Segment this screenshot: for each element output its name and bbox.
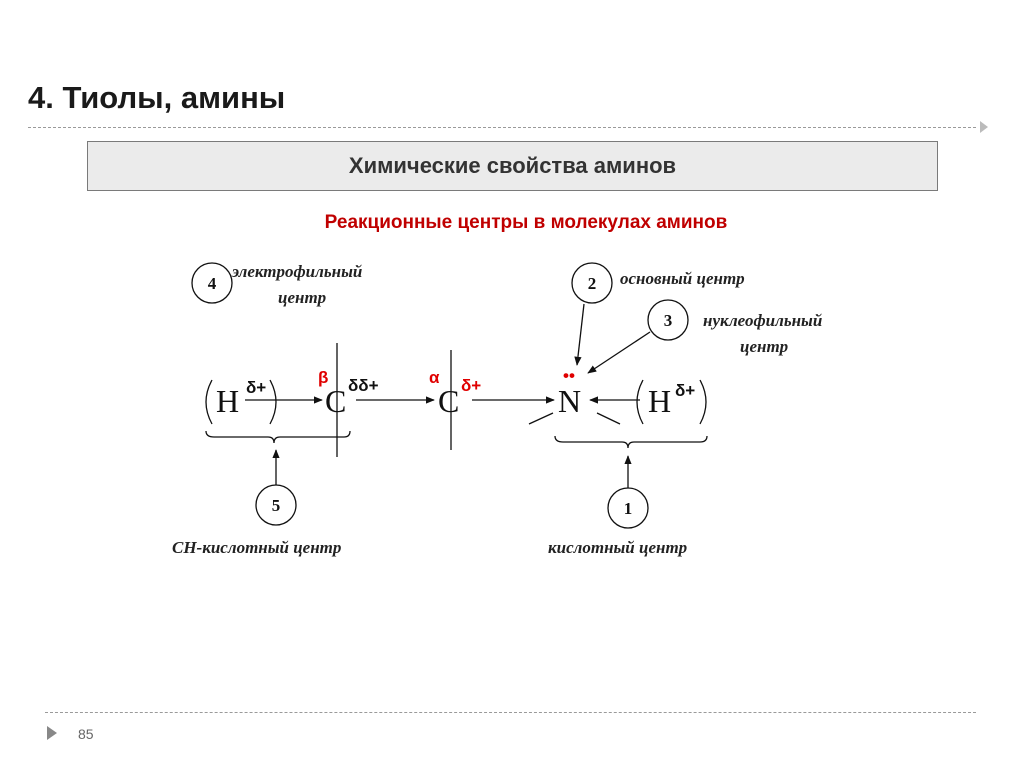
center-2-badge: 2 [571, 262, 613, 304]
slide-title: 4. Тиолы, амины [28, 80, 286, 115]
h-right-charge: δ+ [675, 381, 695, 400]
atom-n: N [558, 383, 581, 419]
nav-arrow-icon[interactable] [47, 726, 57, 740]
bottom-divider [45, 712, 976, 713]
section-heading: Химические свойства аминов [348, 153, 677, 178]
electrophilic-label-2: центр [278, 288, 326, 307]
atom-c-beta: C [325, 383, 346, 419]
section-heading-box: Химические свойства аминов [87, 141, 938, 191]
svg-text:2: 2 [588, 274, 597, 293]
center-1-badge: 1 [607, 487, 649, 529]
beta-label: β [318, 368, 328, 387]
acid-center-label: кислотный центр [548, 538, 687, 557]
center-3-badge: 3 [647, 299, 689, 341]
basic-center-label: основный центр [620, 269, 745, 288]
bonds [205, 303, 708, 488]
svg-text:5: 5 [272, 496, 281, 515]
svg-text:1: 1 [624, 499, 633, 518]
h-left-charge: δ+ [246, 378, 266, 397]
atom-h-right: H [648, 383, 671, 419]
page-number: 85 [78, 726, 94, 742]
atom-h-left: H [216, 383, 239, 419]
c-beta-charge: δδ+ [348, 376, 379, 395]
electrophilic-label: электрофильный [231, 262, 362, 281]
center-4-badge: 4 [191, 262, 233, 304]
c-alpha-charge: δ+ [461, 376, 481, 395]
center-5-badge: 5 [255, 484, 297, 526]
diagram-subtitle: Реакционные центры в молекулах аминов [324, 212, 728, 233]
slide-marker-icon [980, 121, 988, 133]
svg-text:4: 4 [208, 274, 217, 293]
ch-acid-center-label: CH-кислотный центр [172, 538, 341, 557]
svg-text:3: 3 [664, 311, 673, 330]
atom-c-alpha: C [438, 383, 459, 419]
lone-pair: •• [563, 366, 575, 385]
nucleophilic-label: нуклеофильный [703, 311, 822, 330]
alpha-label: α [429, 368, 440, 387]
top-divider [28, 127, 976, 128]
nucleophilic-label-2: центр [740, 337, 788, 356]
